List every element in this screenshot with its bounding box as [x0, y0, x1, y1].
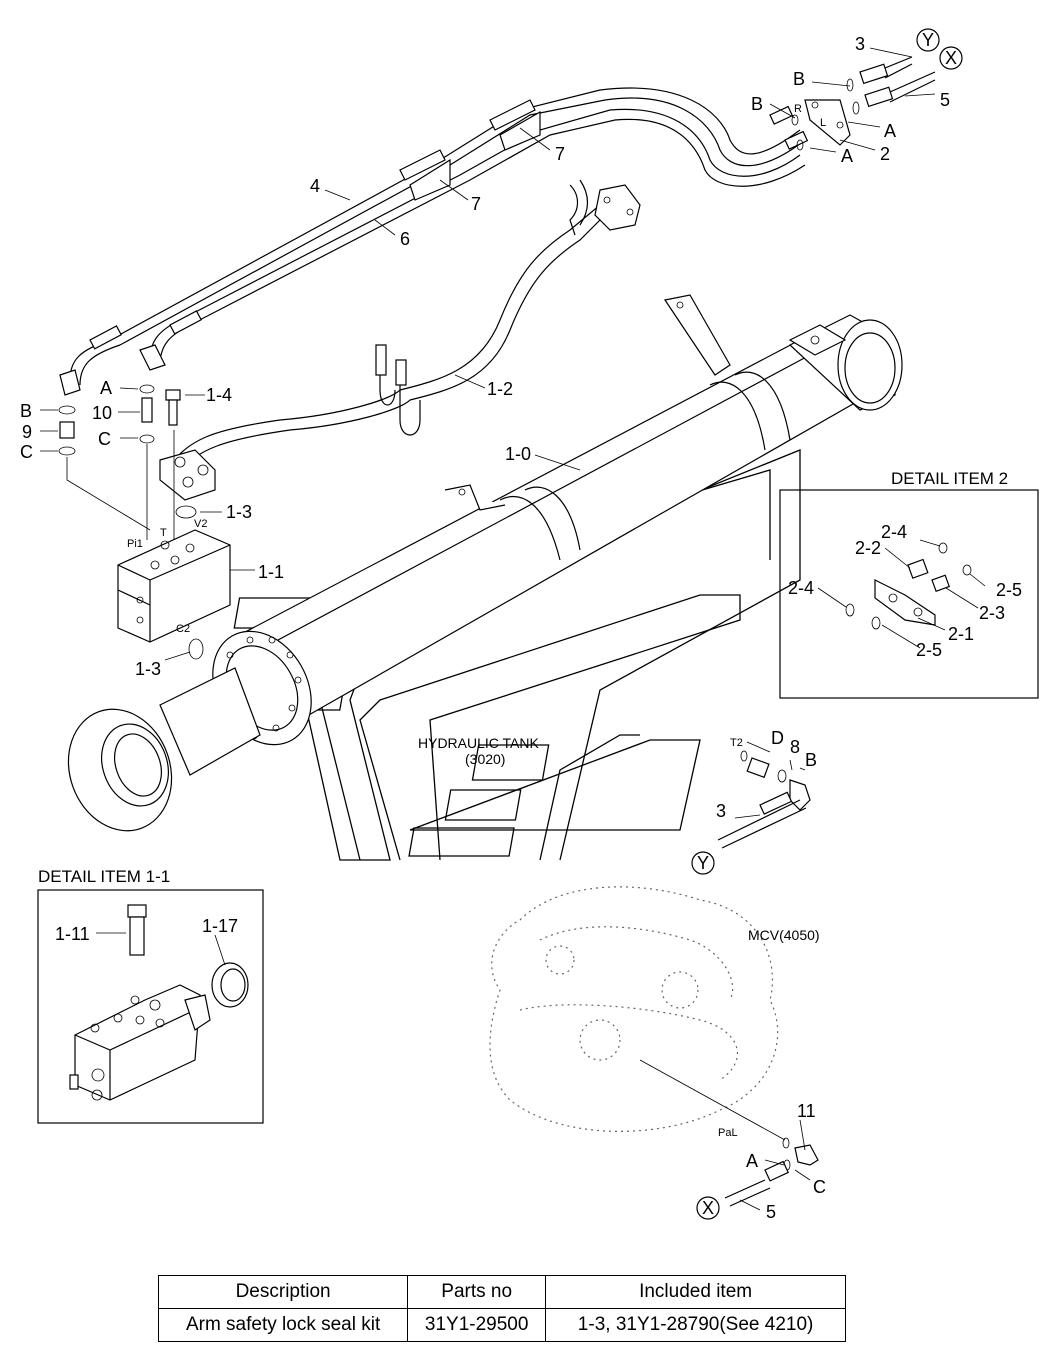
port-l: L	[820, 117, 826, 129]
callout-1-2: 1-2	[487, 379, 513, 399]
callout-x-top: X	[945, 48, 957, 68]
detail-item-1-1	[37, 889, 264, 1124]
pipe-1-2	[159, 179, 641, 501]
left-fittings	[58, 384, 181, 540]
port-t2: T2	[730, 737, 743, 749]
callout-b-right: B	[805, 750, 817, 770]
callout-a-top-1: A	[884, 121, 896, 141]
callout-2: 2	[880, 144, 890, 164]
callout-y-bottom: Y	[697, 853, 709, 873]
callout-a-left: A	[100, 378, 112, 398]
callout-c-left-2: C	[20, 442, 33, 462]
callout-x-bottom: X	[702, 1198, 714, 1218]
callout-8: 8	[790, 737, 800, 757]
arm-cylinder	[67, 294, 903, 832]
callout-7b: 7	[471, 194, 481, 214]
callout-1-3-a: 1-3	[226, 502, 252, 522]
valve-block-1-1	[117, 505, 231, 660]
hydraulic-tank-code: (3020)	[465, 751, 505, 767]
port-pi1: Pi1	[127, 538, 143, 550]
hoses-4-6	[59, 87, 806, 396]
port-c2: C2	[176, 623, 190, 635]
callout-c-left-1: C	[98, 429, 111, 449]
table-header-row: Description Parts no Included item	[157, 1275, 846, 1309]
mcv-label: MCV(4050)	[748, 927, 820, 943]
table-row: Arm safety lock seal kit 31Y1-29500 1-3,…	[157, 1308, 846, 1342]
callout-2-5-b: 2-5	[916, 640, 942, 660]
table-cell-included-item: 1-3, 31Y1-28790(See 4210)	[545, 1308, 846, 1342]
callout-1-4: 1-4	[206, 385, 232, 405]
callout-2-4-a: 2-4	[881, 522, 907, 542]
port-v2: V2	[194, 518, 207, 530]
hydraulic-tank-label: HYDRAULIC TANK	[418, 735, 540, 751]
callout-1-11: 1-11	[55, 924, 90, 944]
callout-2-2: 2-2	[855, 538, 881, 558]
callout-11: 11	[797, 1101, 816, 1121]
mcv-outline	[489, 886, 779, 1132]
table-header: Parts no	[407, 1275, 547, 1309]
callout-5-top: 5	[940, 90, 950, 110]
callout-a-top-2: A	[841, 146, 853, 166]
table-cell-description: Arm safety lock seal kit	[157, 1308, 409, 1342]
callout-y-top: Y	[922, 30, 934, 50]
callout-b-left: B	[20, 401, 32, 421]
callout-10: 10	[92, 403, 112, 423]
detail-item-2	[779, 489, 1039, 699]
detail-item-1-1-title: DETAIL ITEM 1-1	[38, 867, 170, 886]
callout-b-top-2: B	[751, 94, 763, 114]
callout-3-right: 3	[716, 801, 726, 821]
callout-5-bottom: 5	[766, 1202, 776, 1222]
port-t: T	[160, 527, 167, 539]
callout-a-bottom: A	[746, 1151, 758, 1171]
callout-4: 4	[310, 176, 320, 196]
bottom-fittings	[639, 1059, 819, 1220]
table-header: Description	[157, 1275, 409, 1309]
parts-table: Description Parts no Included item Arm s…	[157, 1275, 846, 1342]
callout-2-1: 2-1	[948, 624, 974, 644]
callout-c-bottom: C	[813, 1177, 826, 1197]
port-r: R	[794, 103, 802, 115]
callout-b-top-1: B	[793, 69, 805, 89]
callout-2-3: 2-3	[979, 603, 1005, 623]
top-right-fittings	[769, 28, 963, 151]
callout-9: 9	[22, 422, 32, 442]
table-cell-parts-no: 31Y1-29500	[407, 1308, 547, 1342]
callout-1-3-b: 1-3	[135, 659, 161, 679]
callout-7a: 7	[555, 144, 565, 164]
callout-2-5-a: 2-5	[996, 580, 1022, 600]
callout-3-top: 3	[855, 34, 865, 54]
detail-item-2-title: DETAIL ITEM 2	[891, 469, 1008, 488]
callout-6: 6	[400, 229, 410, 249]
callout-2-4-b: 2-4	[788, 578, 814, 598]
table-header: Included item	[545, 1275, 846, 1309]
callout-1-1: 1-1	[258, 562, 284, 582]
callout-d: D	[771, 728, 784, 748]
right-fittings	[691, 750, 811, 875]
leader-lines	[40, 47, 986, 1211]
callout-1-17: 1-17	[202, 916, 238, 936]
port-pal: PaL	[718, 1127, 738, 1139]
callout-1-0: 1-0	[505, 444, 531, 464]
